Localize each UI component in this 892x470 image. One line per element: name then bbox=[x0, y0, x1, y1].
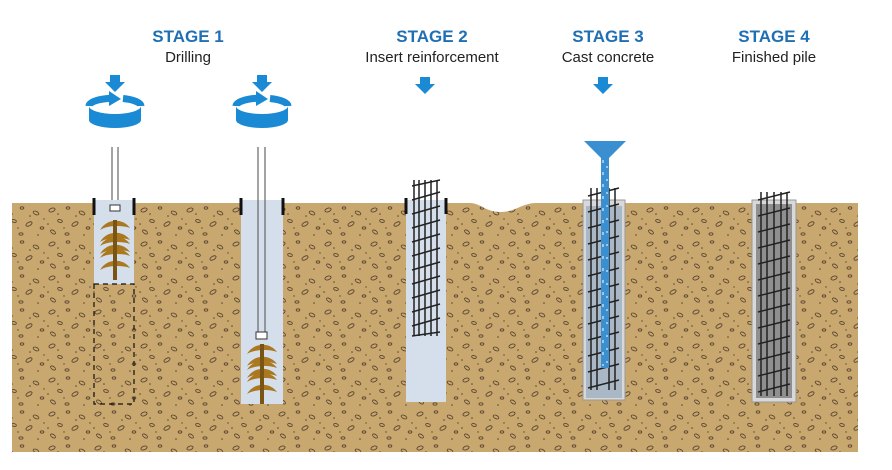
borehole bbox=[406, 200, 446, 402]
stage-1-subtitle: Drilling bbox=[165, 49, 211, 66]
down-arrow-icon bbox=[105, 75, 125, 92]
rotation-icon bbox=[236, 91, 288, 128]
stage-3-casting bbox=[582, 77, 626, 401]
rotation-icon bbox=[89, 91, 141, 128]
stage-2-title: STAGE 2 bbox=[396, 27, 467, 46]
stage-4-finished-pile bbox=[751, 191, 797, 403]
stage-4-title: STAGE 4 bbox=[738, 27, 810, 46]
stage-1-title: STAGE 1 bbox=[152, 27, 223, 46]
stage-2-reinforcement bbox=[404, 77, 448, 402]
down-arrow-icon bbox=[593, 77, 613, 94]
stage-1-rig-a bbox=[89, 75, 141, 405]
planned-bore-outline bbox=[93, 283, 135, 405]
down-arrow-icon bbox=[415, 77, 435, 94]
rebar-cage bbox=[411, 179, 441, 337]
stage-2-subtitle: Insert reinforcement bbox=[365, 49, 499, 66]
stage-3-title: STAGE 3 bbox=[572, 27, 643, 46]
tremie-pipe bbox=[601, 156, 609, 368]
down-arrow-icon bbox=[252, 75, 272, 92]
stage-4-subtitle: Finished pile bbox=[732, 49, 816, 66]
rebar-cage bbox=[757, 191, 791, 396]
funnel-icon bbox=[584, 141, 626, 158]
stage-3-subtitle: Cast concrete bbox=[562, 49, 655, 66]
stage-1-rig-b bbox=[236, 75, 288, 404]
